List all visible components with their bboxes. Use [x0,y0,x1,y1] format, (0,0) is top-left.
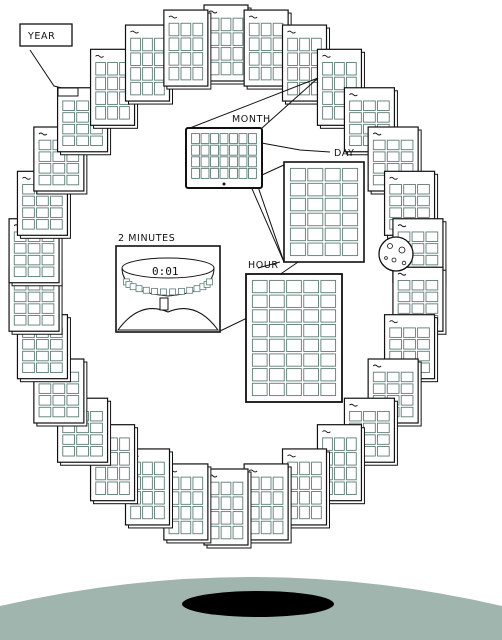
hour-grid [251,279,337,397]
page-grid [287,37,322,96]
month-cells [191,133,257,179]
seat-block [169,288,176,296]
page-grid [130,37,165,96]
page-grid [208,17,244,76]
clock-readout: 0:01 [152,265,179,278]
calendar-page-30 [163,9,212,90]
day-label: DAY [334,148,355,159]
page-grid [208,481,244,540]
page-grid [168,476,204,535]
seat-block [206,278,213,286]
seat-block [151,287,158,295]
page-grid [168,22,204,81]
hour-page [245,273,343,403]
two-minutes-label: 2 MINUTES [118,233,175,244]
day-cells [289,167,359,257]
two-minutes-panel: 0:01 [115,245,221,333]
calendar-page-16 [203,468,252,549]
hour-cells [251,279,337,397]
moon-icon [378,236,414,272]
seat-block [193,285,201,293]
page-grid [248,22,284,81]
year-label-box: YEAR [19,23,73,47]
seat-block [178,287,185,295]
day-connector-side [261,163,287,176]
stadium-seats [123,278,213,296]
year-connector [29,49,79,93]
calendar-page-3 [281,24,331,105]
hole [182,591,334,617]
month-connector-left [189,77,319,129]
page-grid [95,62,130,120]
year-label: YEAR [27,31,55,42]
month-grid [191,133,257,179]
calendar-page-15 [243,463,292,544]
hour-label-connector [257,261,281,269]
page-grid [287,461,322,520]
month-label: MONTH [232,114,271,125]
seat-block [129,283,137,291]
seat-block [135,285,143,293]
day-connector-bottom [245,174,285,263]
day-page [283,161,365,263]
month-connector-right [261,77,319,129]
calendar-ring [8,4,447,549]
seat-block [160,288,167,296]
seat-block [186,286,194,294]
computer-screen-icon [222,182,226,186]
seat-block [142,286,150,294]
day-grid [289,167,359,257]
stadium-figure [159,297,169,311]
day-label-connector [255,141,331,153]
page-grid [38,371,80,418]
month-screen [185,127,263,189]
year-highlight-box [57,87,79,97]
hour-label: HOUR [248,260,279,271]
page-grid [130,461,165,520]
